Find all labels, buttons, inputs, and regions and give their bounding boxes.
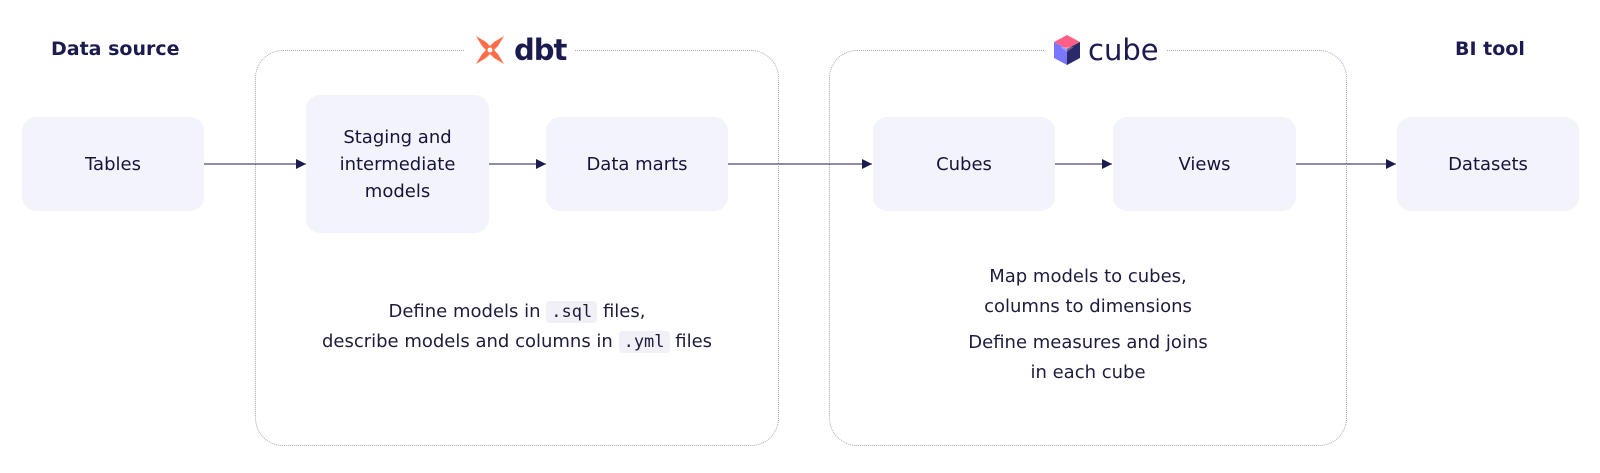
staging-label-line3: models (364, 180, 431, 202)
datasets-node: Datasets (1397, 117, 1579, 211)
yml-code: .yml (618, 331, 670, 353)
dbt-logo: dbt (464, 30, 575, 70)
views-label: Views (1178, 153, 1231, 175)
cube-description: Map models to cubes, columns to dimensio… (830, 262, 1346, 388)
cube-logo-text: cube (1088, 33, 1159, 67)
dbt-description: Define models in .sql files, describe mo… (256, 297, 778, 357)
dbt-description-line1: Define models in .sql files, (256, 297, 778, 327)
cubes-node: Cubes (873, 117, 1055, 211)
cube-note-line1: Map models to cubes, (989, 266, 1187, 287)
data-source-heading: Data source (51, 38, 180, 60)
cube-note-line2: columns to dimensions (984, 296, 1192, 317)
bi-tool-heading: BI tool (1455, 38, 1525, 60)
staging-label-line2: intermediate (339, 153, 456, 175)
dbt-note-text: files (675, 331, 713, 352)
datasets-label: Datasets (1448, 153, 1528, 175)
tables-label: Tables (85, 153, 141, 175)
staging-models-node: Staging and intermediate models (306, 95, 489, 233)
dbt-logo-text: dbt (514, 33, 567, 67)
tables-node: Tables (22, 117, 204, 211)
sql-code: .sql (546, 301, 598, 323)
dbt-icon (476, 36, 504, 64)
cube-icon (1054, 35, 1080, 65)
data-marts-node: Data marts (546, 117, 728, 211)
dbt-note-text: files, (602, 301, 646, 322)
dbt-note-text: describe models and columns in (321, 331, 613, 352)
cube-logo: cube (1044, 30, 1167, 70)
staging-label-line1: Staging and (343, 126, 452, 148)
dbt-note-text: Define models in (388, 301, 541, 322)
cube-note-line3: Define measures and joins (968, 332, 1208, 353)
views-node: Views (1113, 117, 1296, 211)
dbt-description-line2: describe models and columns in .yml file… (256, 327, 778, 357)
cubes-label: Cubes (936, 153, 992, 175)
data-marts-label: Data marts (586, 153, 688, 175)
cube-note-line4: in each cube (1030, 362, 1146, 383)
